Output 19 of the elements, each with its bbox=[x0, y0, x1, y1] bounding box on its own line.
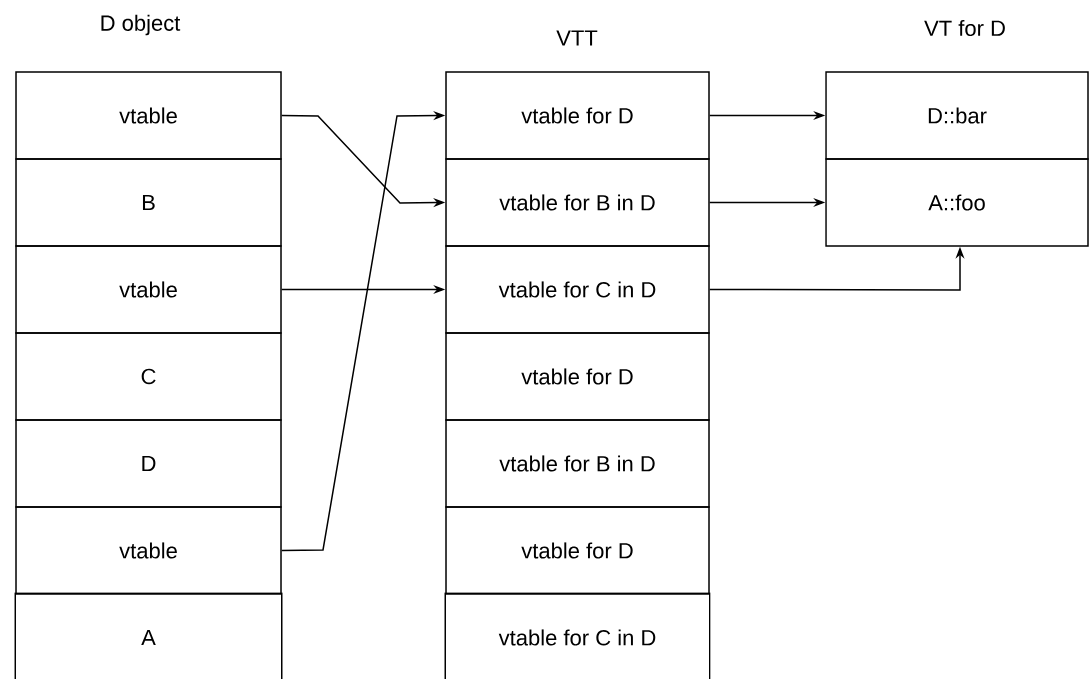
column-heading: VTT bbox=[556, 30, 598, 46]
table-cell: vtable bbox=[15, 506, 282, 595]
table-cell: vtable for D bbox=[445, 71, 710, 160]
table-cell: C bbox=[15, 332, 282, 421]
table-cell: vtable bbox=[15, 71, 282, 160]
table-cell: vtable for B in D bbox=[445, 158, 710, 247]
table-cell: vtable for B in D bbox=[445, 419, 710, 508]
column-heading: D object bbox=[101, 14, 181, 36]
table-cell: vtable for D bbox=[445, 506, 710, 595]
table-cell: B bbox=[15, 158, 282, 247]
table-cell: vtable for D bbox=[445, 332, 710, 421]
table-cell: D::bar bbox=[825, 71, 1089, 160]
table-cell: vtable for C in D bbox=[445, 245, 710, 334]
table-cell: D bbox=[15, 419, 282, 508]
table-cell: vtable bbox=[15, 245, 282, 334]
column-heading: VT for D bbox=[924, 19, 1005, 37]
table-cell: vtable for C in D bbox=[444, 592, 711, 679]
table-cell: A bbox=[14, 592, 283, 679]
table-cell: A::foo bbox=[825, 158, 1089, 247]
